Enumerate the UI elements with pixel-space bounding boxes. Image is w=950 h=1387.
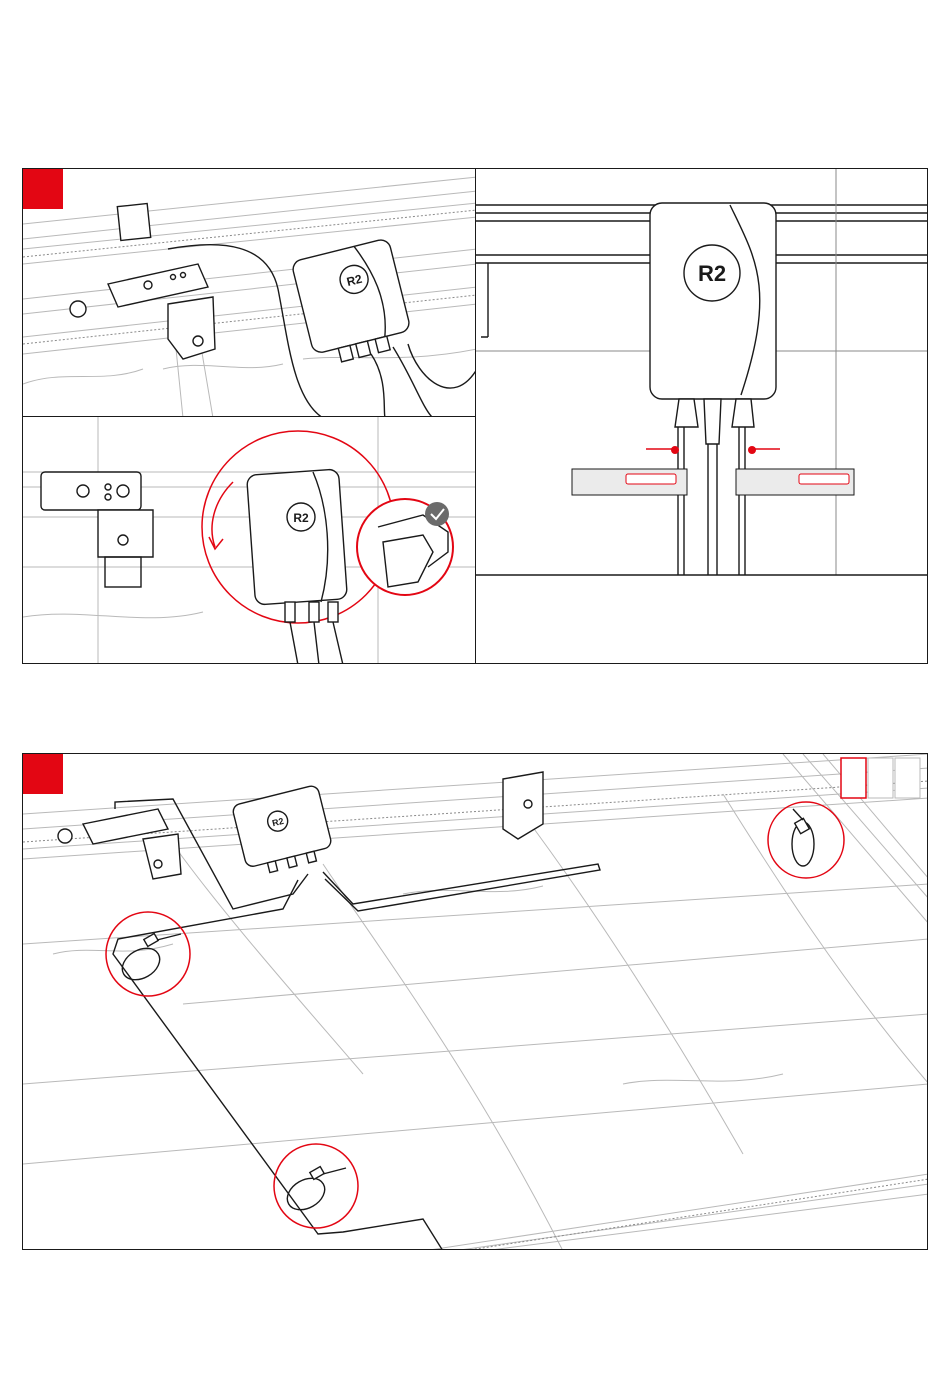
checkmark-circle-icon bbox=[425, 502, 449, 526]
page-indicator-2 bbox=[868, 758, 893, 798]
svg-text:R2: R2 bbox=[698, 261, 726, 286]
step-number-2 bbox=[23, 754, 63, 794]
step1-panel-b: R2 bbox=[22, 416, 476, 664]
page-indicator-3 bbox=[895, 758, 920, 798]
svg-text:R2: R2 bbox=[293, 511, 309, 525]
detail-circle-tie-3 bbox=[768, 802, 844, 878]
illustration-cable-routing: R2 bbox=[23, 754, 928, 1250]
cable-tie-icon bbox=[310, 1167, 324, 1180]
step-number-1 bbox=[23, 169, 63, 209]
detail-circle-tie-2 bbox=[274, 1144, 358, 1228]
cable-tie-icon bbox=[795, 818, 810, 833]
step1-panel-c: R2 bbox=[475, 168, 928, 664]
step2-panel: R2 bbox=[22, 753, 928, 1250]
illustration-rotate-device: R2 bbox=[23, 417, 476, 664]
detail-circle-tie-1 bbox=[106, 912, 190, 996]
step1-panel-a: R2 bbox=[22, 168, 476, 417]
step-marker-1 bbox=[23, 169, 63, 209]
illustration-device-on-rail: R2 bbox=[23, 169, 476, 417]
curved-arrow-icon bbox=[212, 482, 233, 547]
page-indicator-1 bbox=[841, 758, 866, 798]
step-marker-2 bbox=[23, 754, 63, 794]
illustration-front-view: R2 bbox=[476, 169, 928, 664]
